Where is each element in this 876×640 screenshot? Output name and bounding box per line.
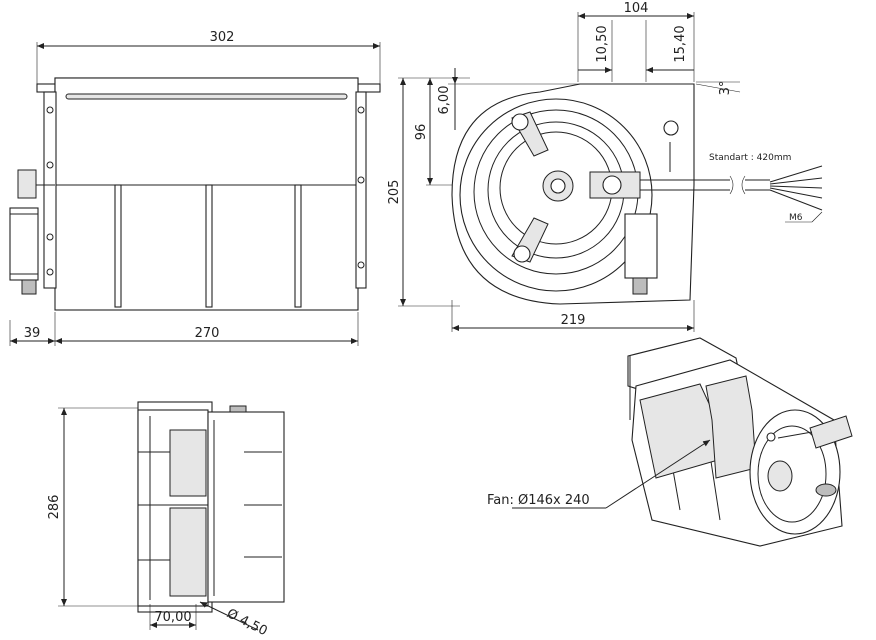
- dim-side-offset: 39: [24, 326, 41, 341]
- isometric-view: [627, 337, 853, 547]
- front-view: 104 10,50 15,40 3° 205 96 6,00: [387, 1, 823, 332]
- dim-front-offset-a: 10,50: [595, 25, 610, 62]
- dim-front-width: 104: [624, 1, 649, 16]
- dim-front-angle: 3°: [718, 81, 733, 96]
- bottom-housing: [207, 411, 285, 603]
- dim-front-offset-b: 15,40: [673, 25, 688, 62]
- capacitor: [9, 207, 39, 281]
- cable-length-label: Standart : 420mm: [709, 153, 791, 163]
- logo-icon: [663, 120, 679, 136]
- dim-bottom-width: 70,00: [154, 610, 191, 625]
- dim-side-length: 270: [195, 326, 220, 341]
- dim-bottom-height: 286: [47, 495, 62, 520]
- screw-label: M6: [789, 213, 803, 223]
- front-capacitor: [624, 213, 658, 279]
- fan-label: Fan: Ø146x 240: [487, 493, 590, 508]
- dim-front-top: 6,00: [437, 86, 452, 115]
- dim-bottom-hole: Ø 4,50: [224, 606, 269, 639]
- iso-logo-icon: [766, 432, 776, 442]
- bottom-view: 286 70,00 Ø 4,50: [47, 401, 285, 639]
- dim-front-height: 205: [387, 180, 402, 205]
- dim-side-width: 302: [210, 30, 235, 45]
- fan-callout: Fan: Ø146x 240: [487, 439, 711, 509]
- capacitor-clip: [17, 169, 37, 199]
- side-view: 302 39 270: [9, 30, 381, 346]
- dim-front-base: 219: [561, 313, 586, 328]
- dim-front-height-inner: 96: [414, 124, 429, 141]
